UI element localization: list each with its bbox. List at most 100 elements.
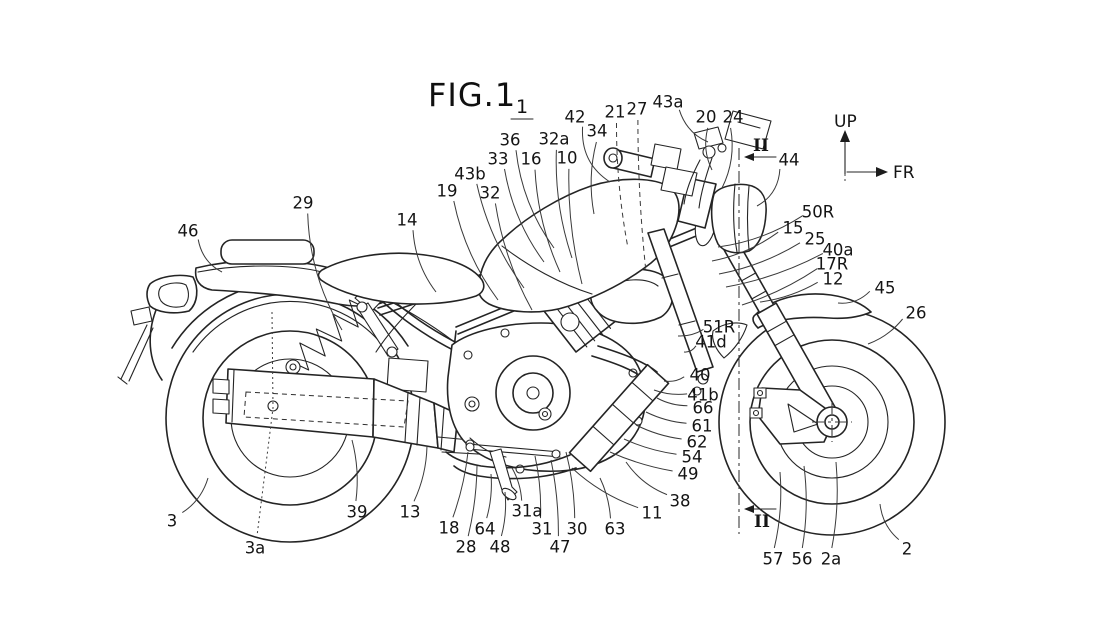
ref-number: 25 — [805, 230, 826, 249]
leader-line — [711, 231, 779, 262]
ref-number: 51R — [703, 318, 735, 337]
ref-number: 2 — [902, 540, 913, 559]
ref-label-3: 3 — [167, 477, 209, 531]
axis-fr-label: FR — [893, 163, 915, 183]
ref-number: 13 — [400, 503, 421, 522]
leader-line — [831, 461, 838, 549]
seat — [317, 252, 485, 305]
ref-number: 49 — [678, 465, 699, 484]
leader-line — [759, 281, 818, 303]
leader-line — [453, 200, 499, 301]
ref-number: 54 — [682, 448, 703, 467]
figure-heading: FIG.1 1 — [428, 76, 534, 120]
ref-number: 26 — [906, 304, 927, 323]
ref-label-41d: 41d — [683, 333, 727, 353]
ref-number: 61 — [692, 417, 713, 436]
muffler — [212, 368, 459, 453]
leader-line — [582, 126, 611, 183]
leader-line — [452, 451, 469, 518]
leader-line — [568, 168, 583, 285]
ref-number: 19 — [437, 182, 458, 201]
ref-number: 47 — [550, 538, 571, 557]
ref-number: 33 — [488, 150, 509, 169]
ref-number: 17R — [816, 255, 848, 274]
kickstand-foot — [501, 487, 517, 501]
leader-line — [645, 411, 687, 424]
ref-label-39: 39 — [347, 439, 368, 522]
leader-line — [867, 318, 903, 345]
ref-label-18: 18 — [439, 451, 469, 538]
ref-label-19: 19 — [437, 182, 499, 301]
ref-label-63: 63 — [599, 477, 626, 539]
leader-line — [511, 467, 523, 501]
leader-line — [590, 141, 597, 215]
ref-number: 57 — [763, 550, 784, 569]
leader-line — [182, 477, 209, 514]
leader-line — [534, 169, 561, 273]
ref-label-31a: 31a — [511, 467, 543, 521]
ref-number: 29 — [293, 194, 314, 213]
leader-line — [756, 168, 781, 207]
ref-label-29: 29 — [293, 194, 343, 331]
ref-label-25: 25 — [718, 230, 826, 275]
ref-number: 44 — [779, 151, 800, 170]
brake-reservoir — [724, 110, 772, 150]
ref-number: 40a — [822, 241, 853, 260]
muffler-inner-baffle — [243, 391, 409, 428]
ref-number: 31 — [532, 520, 553, 539]
ref-number: 66 — [693, 399, 714, 418]
ref-label-11: 11 — [571, 467, 663, 523]
leader-line — [653, 389, 688, 395]
leader-line — [534, 455, 542, 519]
ref-number: 28 — [456, 538, 477, 557]
muffler-centerline — [256, 311, 274, 537]
throttle-body — [560, 312, 580, 332]
leader-line — [663, 376, 685, 382]
grab-rail — [197, 265, 323, 273]
ref-label-24: 24 — [721, 108, 744, 189]
ref-number: 3a — [245, 539, 266, 558]
leader-line — [565, 451, 576, 519]
ref-label-57: 57 — [763, 471, 784, 569]
ref-label-26: 26 — [867, 304, 927, 345]
leader-line — [307, 213, 343, 331]
ref-label-43a: 43a — [652, 93, 709, 143]
leader-line — [773, 471, 782, 549]
ref-label-66: 66 — [656, 397, 714, 418]
exhaust-pipe — [445, 345, 670, 480]
ref-label-34: 34 — [587, 122, 608, 215]
leader-line — [413, 445, 428, 502]
leader-line — [741, 268, 818, 306]
ref-number: 20 — [696, 108, 717, 127]
leader-line — [705, 127, 713, 171]
ref-number: 41d — [695, 333, 726, 352]
ref-number: 46 — [178, 222, 199, 241]
ref-number: 39 — [347, 503, 368, 522]
section-marker-bottom: II — [754, 512, 770, 532]
backrest-pad — [220, 239, 315, 265]
ref-number: 14 — [397, 211, 418, 230]
ref-label-12: 12 — [759, 270, 844, 303]
leader-line — [637, 119, 647, 273]
ref-number: 48 — [490, 538, 511, 557]
section-marker-top: II — [753, 136, 769, 156]
leader-line — [467, 465, 478, 537]
ref-number: 43b — [454, 165, 485, 184]
ref-number: 30 — [567, 520, 588, 539]
ref-label-10: 10 — [557, 149, 583, 285]
ref-number: 32 — [480, 184, 501, 203]
ref-label-64: 64 — [475, 473, 496, 539]
ref-label-40: 40 — [663, 366, 711, 385]
leader-line — [623, 438, 677, 455]
turn-signal — [130, 306, 153, 326]
ref-number: 21 — [605, 103, 626, 122]
ref-number: 56 — [792, 550, 813, 569]
ref-number: 43a — [652, 93, 683, 112]
ref-label-41b: 41b — [653, 386, 719, 405]
leader-line — [678, 109, 709, 143]
sensor — [697, 373, 709, 385]
leader-line — [351, 439, 358, 502]
ref-number: 63 — [605, 520, 626, 539]
ref-number: 11 — [642, 504, 663, 523]
